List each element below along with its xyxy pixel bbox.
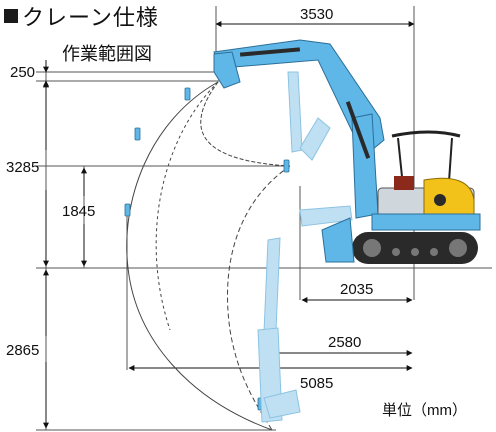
dim-radius-2580: 2580 bbox=[328, 334, 361, 351]
track-rollers bbox=[363, 239, 467, 257]
dim-radius-2035: 2035 bbox=[340, 281, 373, 298]
hook-icon bbox=[283, 159, 290, 173]
bucket bbox=[213, 51, 241, 89]
unit-label: 単位（mm） bbox=[382, 402, 467, 419]
cylinder bbox=[345, 101, 371, 159]
ghost-boom-lowered bbox=[299, 205, 353, 227]
canopy-roof bbox=[391, 130, 461, 138]
ghost-arm-raised bbox=[287, 71, 303, 153]
ghost-bucket-raised bbox=[299, 117, 331, 161]
dim-top-width: 3530 bbox=[300, 6, 333, 23]
title-text: クレーン仕様 bbox=[22, 5, 159, 30]
outer-working-arc bbox=[126, 81, 273, 431]
engine-detail-icon bbox=[434, 194, 446, 206]
dim-left-top-height: 250 bbox=[10, 64, 35, 81]
lower-frame bbox=[371, 213, 481, 231]
ghost-arm-positions bbox=[257, 71, 353, 423]
hook-icon bbox=[124, 203, 131, 217]
mid-working-arc bbox=[155, 81, 219, 331]
cylinder bbox=[239, 47, 301, 57]
dim-left-mid-height: 3285 bbox=[6, 159, 39, 176]
dim-left-bottom-depth: 2865 bbox=[6, 342, 39, 359]
hook-icon bbox=[134, 127, 141, 141]
title-square-icon bbox=[4, 9, 18, 23]
dozer-blade bbox=[321, 217, 355, 263]
excavator-body bbox=[321, 130, 481, 264]
hook-icon bbox=[184, 87, 191, 101]
hydraulic-cylinders bbox=[239, 47, 371, 159]
main-boom-assembly bbox=[213, 39, 385, 219]
engine-cover bbox=[423, 177, 475, 221]
seat bbox=[394, 176, 414, 190]
title: クレーン仕様 bbox=[4, 2, 159, 30]
boom-arm bbox=[213, 39, 385, 151]
dim-radius-5085: 5085 bbox=[300, 375, 333, 392]
ghost-arm-lowered bbox=[263, 237, 281, 333]
subtitle: 作業範囲図 bbox=[62, 44, 152, 64]
ghost-bucket-dig bbox=[263, 389, 301, 419]
dig-working-arc bbox=[227, 165, 291, 431]
inner-working-arc bbox=[200, 81, 291, 167]
dim-left-inner-height: 1845 bbox=[62, 203, 95, 220]
